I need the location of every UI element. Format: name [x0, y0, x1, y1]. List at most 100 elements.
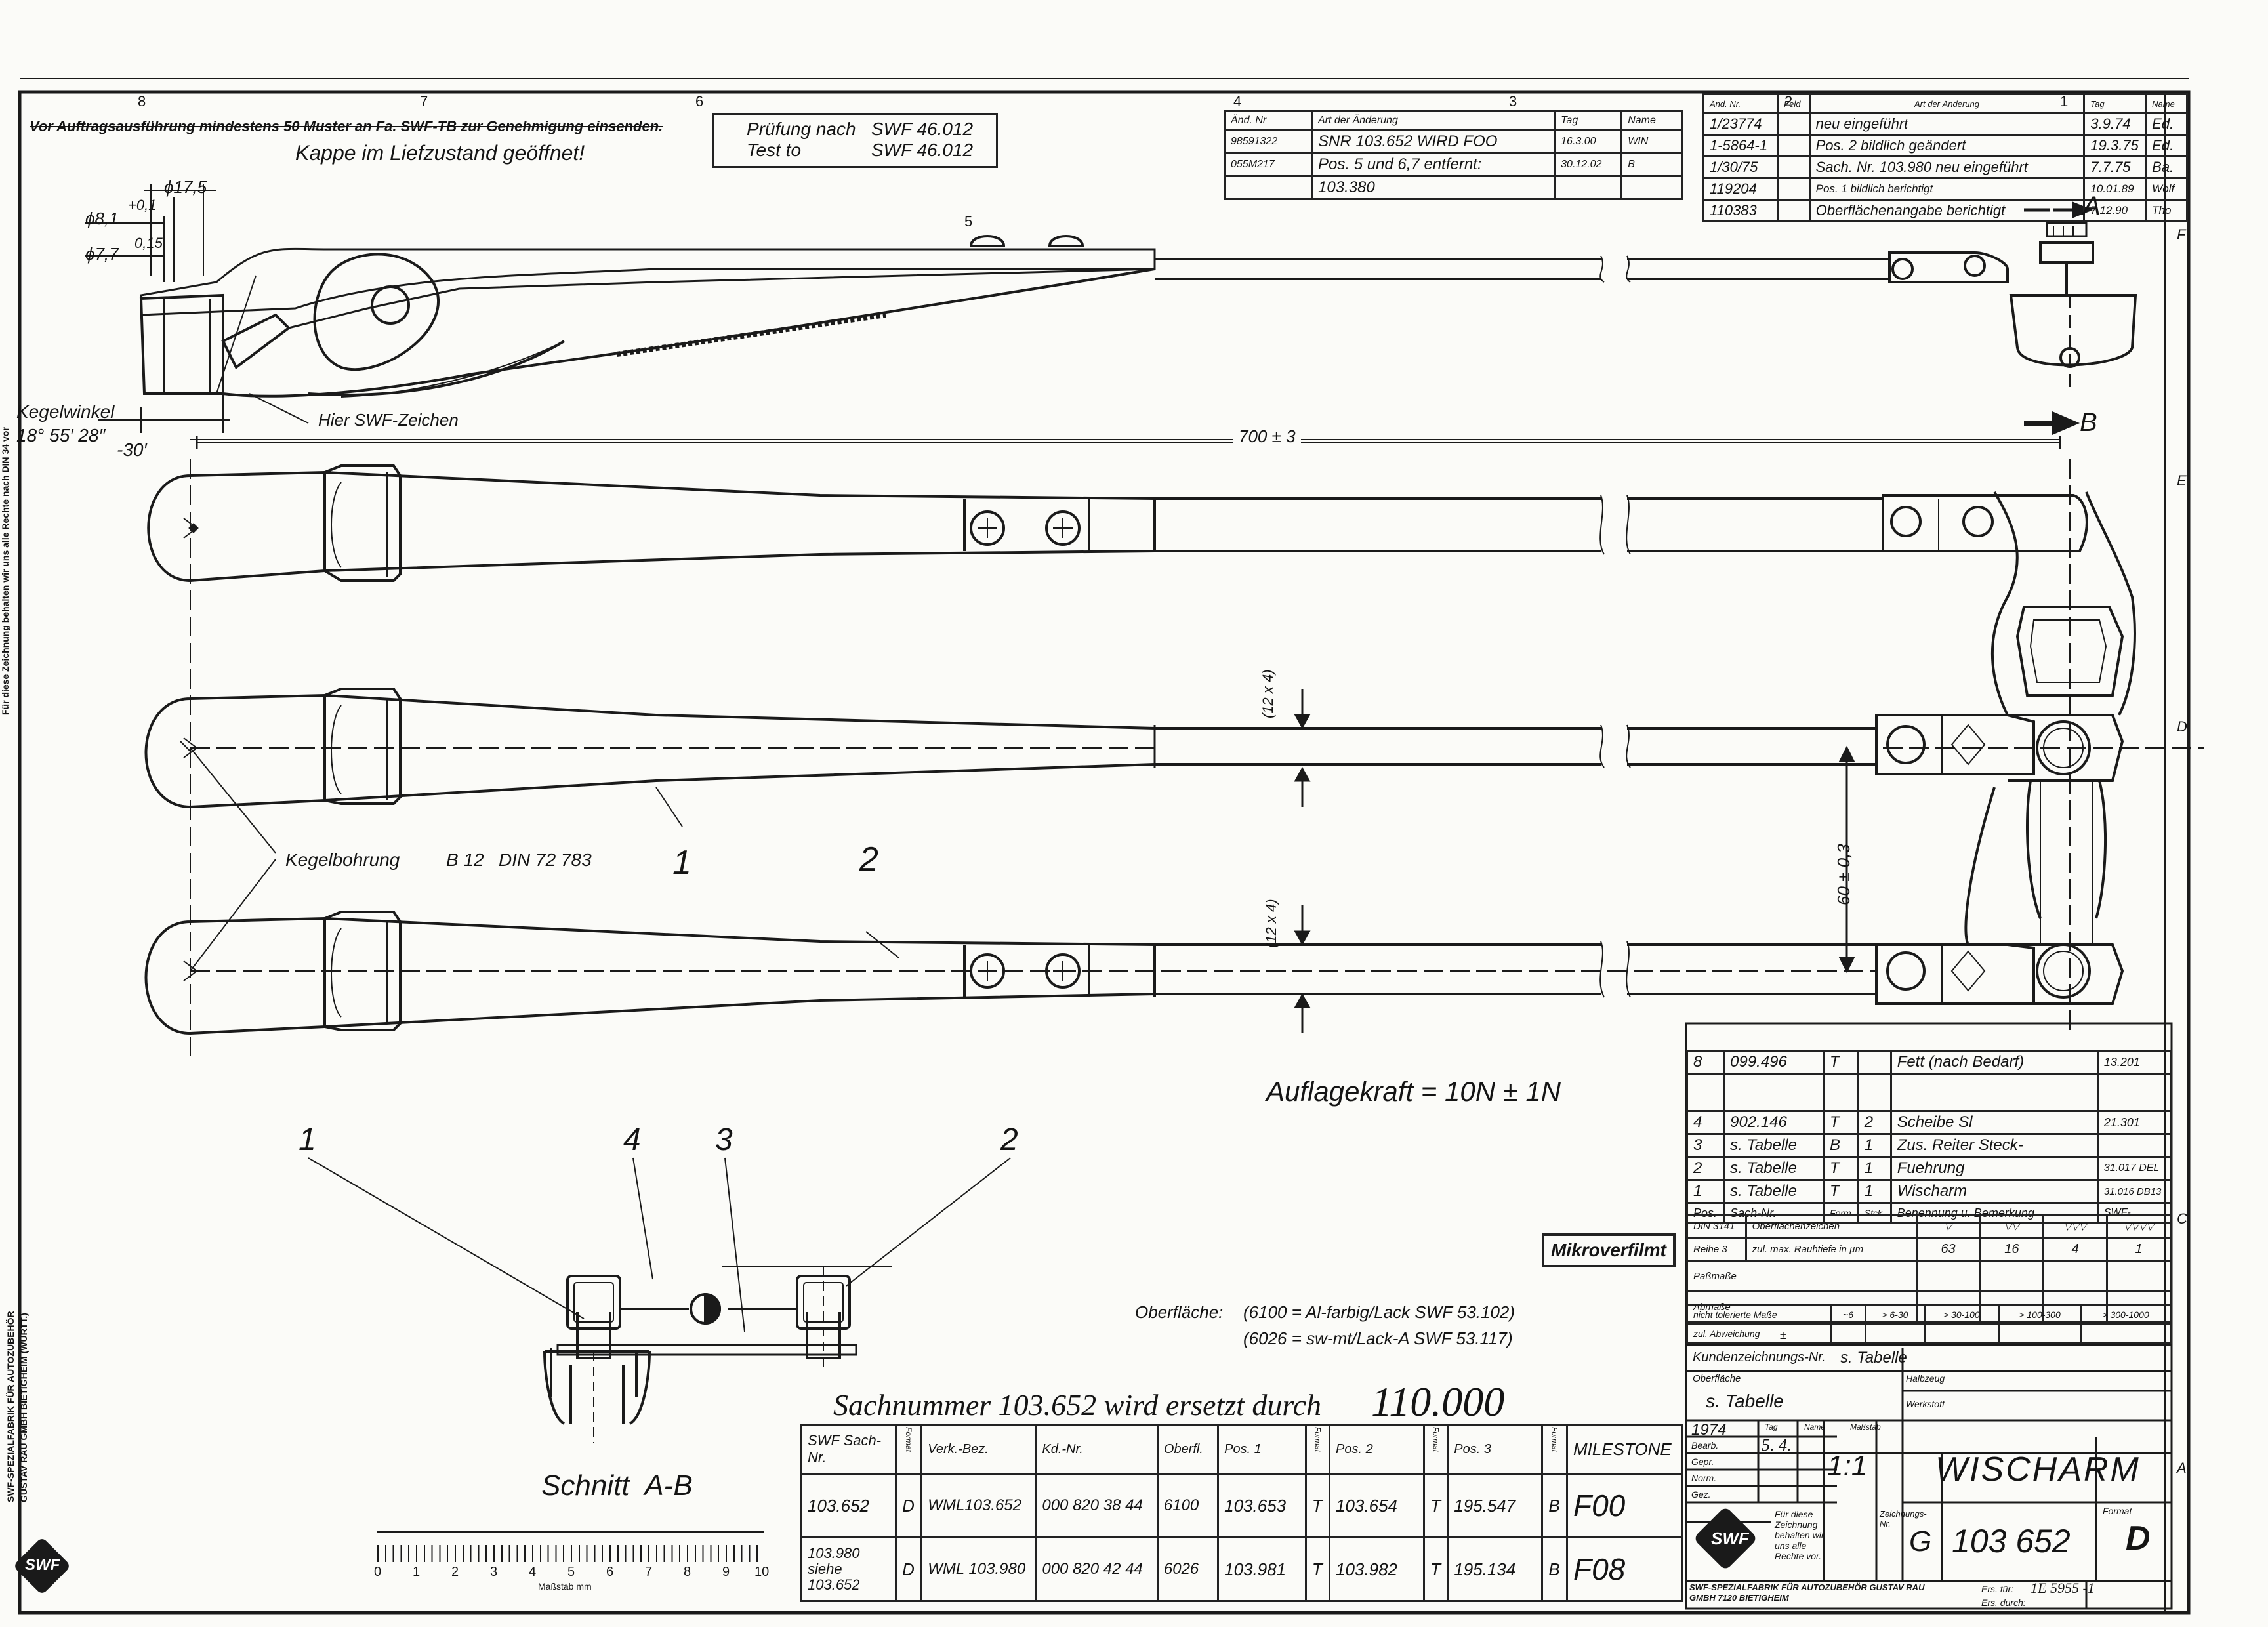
scale-tick-5: 5: [567, 1565, 575, 1579]
parts-cell: Fuehrung: [1889, 1156, 2099, 1181]
tolerance-range: ~6: [1829, 1304, 1867, 1325]
year-field: 1974: [1691, 1421, 1727, 1439]
variant-header-cell: Format: [1304, 1424, 1331, 1475]
revision-cell: Pos. 1 bildlich berichtigt: [1808, 177, 2086, 201]
section-dim-arrows: [1294, 689, 1855, 1033]
norm-label: Norm.: [1691, 1473, 1717, 1483]
change-header-cell: Änd. Nr: [1224, 110, 1313, 131]
dim-d81-tol: +0,1: [128, 197, 157, 213]
dim-d81: ϕ8,1: [85, 209, 119, 228]
revision-cell: Wolf: [2145, 177, 2188, 201]
surface-row-1: DIN 3141 Oberflächenzeichen ▽ ▽▽ ▽▽▽ ▽▽▽…: [1686, 1214, 2172, 1239]
surface-cell: 1: [2106, 1237, 2172, 1262]
section-ab-view: [308, 1157, 1011, 1443]
revision-cell: 19.3.75: [2083, 134, 2147, 157]
variant-table: SWF Sach-Nr. Format Verk.-Bez. Kd.-Nr. O…: [800, 1424, 1683, 1602]
zone-number-top-3: 3: [1509, 93, 1517, 110]
revision-cell: Sach. Nr. 103.980 neu eingeführt: [1808, 155, 2086, 179]
revision-cell: [1777, 155, 1811, 179]
revision-cell: Tho: [2145, 199, 2188, 222]
revision-cell: Ed.: [2145, 134, 2188, 157]
section-title: Schnitt A-B: [541, 1470, 693, 1502]
gepr-label: Gepr.: [1691, 1456, 1714, 1467]
parts-cell: Zus. Reiter Steck-: [1889, 1133, 2099, 1158]
format-value: D: [2126, 1519, 2151, 1557]
section-pos-4: 4: [623, 1122, 641, 1157]
surface-cell: DIN 3141: [1686, 1214, 1747, 1239]
parts-cell: 1: [1857, 1133, 1892, 1158]
scale-tick-4: 4: [529, 1565, 537, 1579]
parts-cell: 4: [1685, 1110, 1725, 1135]
dimension-marks: [85, 184, 2061, 449]
zone-number-top-5: 5: [964, 213, 973, 230]
parts-cell: T: [1823, 1110, 1859, 1135]
halbzeug-label: Halbzeug: [1906, 1373, 1945, 1384]
variant-header-cell: Pos. 3: [1447, 1424, 1544, 1475]
swf-title-logo-text: SWF: [1711, 1529, 1749, 1548]
variant-header-cell: Oberfl.: [1156, 1424, 1220, 1475]
surface-spec-1: (6100 = Al-farbig/Lack SWF 53.102): [1243, 1302, 1515, 1322]
customer-drawing-label: Kundenzeichnungs-Nr.: [1693, 1350, 1826, 1365]
revision-cell: [1777, 134, 1811, 157]
werkstoff-label: Werkstoff: [1906, 1399, 1945, 1409]
surface-row-3: Paßmaße: [1686, 1260, 2172, 1292]
section-label-a: A: [2083, 192, 2101, 220]
parts-cell: 902.146: [1723, 1110, 1825, 1135]
zeichnungs-label: Zeichnungs-Nr.: [1880, 1509, 1927, 1529]
parts-cell: T: [1823, 1156, 1859, 1181]
change-header-cell: Tag: [1554, 110, 1623, 131]
scale-tick-7: 7: [645, 1565, 653, 1579]
change-header-cell: Name: [1620, 110, 1683, 131]
revision-cell: 1-5864-1: [1702, 134, 1779, 157]
variant-cell: 103.982: [1328, 1536, 1426, 1602]
change-cell: 30.12.02: [1554, 152, 1623, 177]
surface-cell: 63: [1915, 1237, 1981, 1262]
variant-cell: 6100: [1156, 1473, 1220, 1538]
change-cell: 16.3.00: [1554, 129, 1623, 154]
test-line2-label: Test to: [747, 140, 802, 160]
surface-cell: Paßmaße: [1686, 1260, 1918, 1292]
parts-cell: s. Tabelle: [1723, 1156, 1825, 1181]
variant-cell: 103.652: [800, 1473, 897, 1538]
tolerance-label-text: zul. Abweichung: [1693, 1328, 1760, 1339]
parts-cell: Wischarm: [1889, 1179, 2099, 1204]
arm-view-3: [144, 911, 2124, 1035]
parts-cell: 1: [1857, 1156, 1892, 1181]
position-2-label: 2: [859, 840, 878, 878]
tolerance-range: > 6-30: [1865, 1304, 1926, 1325]
drawing-number: 103 652: [1952, 1523, 2071, 1559]
surface-cell: 4: [2042, 1237, 2109, 1262]
side-rights-note: Für diese Zeichnung behalten wir uns all…: [0, 427, 10, 715]
revision-cell: Pos. 2 bildlich geändert: [1808, 134, 2086, 157]
swf-zeichen-note: Hier SWF-Zeichen: [318, 410, 459, 430]
parts-cell: 8: [1685, 1050, 1725, 1075]
surface-cell: ▽: [1915, 1214, 1981, 1239]
parts-cell: 13.201: [2096, 1050, 2172, 1075]
kappe-note: Kappe im Liefzustand geöffnet!: [295, 141, 585, 165]
variant-cell: 195.547: [1447, 1473, 1544, 1538]
section-arrow-b: [2024, 411, 2080, 436]
variant-cell: T: [1304, 1536, 1331, 1602]
variant-header-cell: Verk.-Bez.: [920, 1424, 1037, 1475]
variant-row: 103.652 D WML103.652 000 820 38 44 6100 …: [800, 1473, 1683, 1538]
variant-cell: 000 820 42 44: [1035, 1536, 1159, 1602]
position-1-label: 1: [672, 844, 691, 882]
change-table: Änd. Nr Art der Änderung Tag Name 985913…: [1224, 110, 1683, 200]
variant-cell: D: [895, 1473, 923, 1538]
variant-cell: 6026: [1156, 1536, 1220, 1602]
parts-cell: 1: [1685, 1179, 1725, 1204]
bearb-date: 5. 4.: [1762, 1435, 1792, 1454]
variant-cell: WML 103.980: [920, 1536, 1037, 1602]
surface-label: Oberfläche:: [1135, 1302, 1224, 1322]
change-cell: WIN: [1620, 129, 1683, 154]
variant-header-cell: Format: [1541, 1424, 1568, 1475]
zone-letter-C: C: [2177, 1210, 2187, 1227]
variant-cell: T: [1423, 1473, 1449, 1538]
revision-header-cell: Feld: [1777, 93, 1811, 114]
variant-cell: T: [1423, 1536, 1449, 1602]
parts-cell: Scheibe Sl: [1889, 1110, 2099, 1135]
